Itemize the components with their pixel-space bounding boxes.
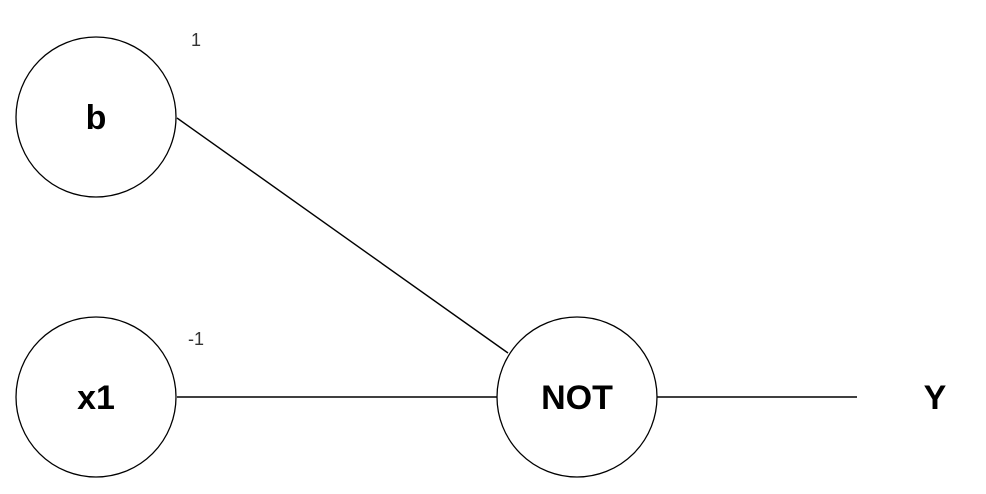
weight-label-bias: 1 [191,30,201,50]
input-node-x1: x1 [15,316,177,478]
input-node-x1-circle [15,316,177,478]
input-node-x1-label: x1 [77,379,115,417]
not-gate-node: NOT [496,316,658,478]
bias-node: b [15,36,177,198]
not-gate-node-circle [496,316,658,478]
bias-node-circle [15,36,177,198]
weight-label-x1: -1 [188,329,204,349]
edge-bias-to-not [176,117,509,354]
output-label: Y [924,379,947,417]
not-gate-node-label: NOT [541,379,613,417]
bias-node-label: b [86,99,107,137]
